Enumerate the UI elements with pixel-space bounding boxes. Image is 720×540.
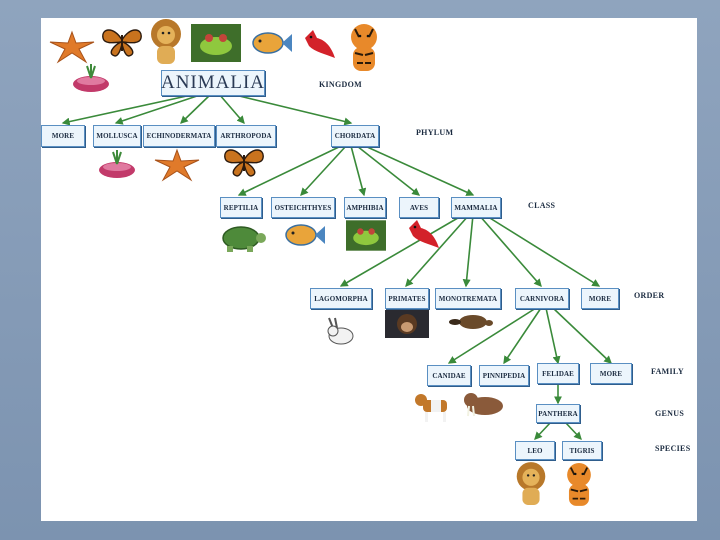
fish-icon xyxy=(285,224,325,246)
frog-icon xyxy=(346,220,386,251)
family-box: MORE xyxy=(590,363,632,384)
rabbit-icon xyxy=(327,317,354,345)
butterfly-icon xyxy=(102,29,142,57)
family-box: FELIDAE xyxy=(537,363,579,384)
turtle-icon xyxy=(222,226,266,252)
class-box: AMPHIBIA xyxy=(344,197,386,218)
kingdom-box: ANIMALIA xyxy=(161,70,265,96)
class-box: REPTILIA xyxy=(220,197,262,218)
phylum-box: ARTHROPODA xyxy=(216,125,276,147)
order-box: CARNIVORA xyxy=(515,288,569,309)
cardinal-icon xyxy=(409,220,439,248)
walrus-icon xyxy=(464,393,503,417)
phylum-box: MORE xyxy=(41,125,85,147)
phylum-box: MOLLUSCA xyxy=(93,125,141,147)
genus-box: PANTHERA xyxy=(536,404,580,423)
rank-label-family: FAMILY xyxy=(651,367,684,376)
order-box: LAGOMORPHA xyxy=(310,288,372,309)
connector-lines xyxy=(61,93,612,440)
order-box: PRIMATES xyxy=(385,288,429,309)
class-box: MAMMALIA xyxy=(451,197,501,218)
species-box: LEO xyxy=(515,441,555,460)
rank-label-genus: GENUS xyxy=(655,409,685,418)
rank-label-class: CLASS xyxy=(528,201,556,210)
phylum-box: CHORDATA xyxy=(331,125,379,147)
starfish-icon xyxy=(49,30,95,64)
phylum-box: ECHINODERMATA xyxy=(143,125,215,147)
rank-label-order: ORDER xyxy=(634,291,665,300)
cardinal-icon xyxy=(305,30,335,58)
fish-icon xyxy=(252,32,292,54)
sea-anemone-icon xyxy=(73,64,109,92)
platypus-icon xyxy=(449,315,493,329)
lion-icon xyxy=(516,462,546,505)
class-box: OSTEICHTHYES xyxy=(271,197,335,218)
rank-label-species: SPECIES xyxy=(655,444,691,453)
rank-label-phylum: PHYLUM xyxy=(416,128,454,137)
chimpanzee-icon xyxy=(385,310,429,338)
butterfly-icon xyxy=(224,149,264,177)
class-box: AVES xyxy=(399,197,439,218)
beagle-icon xyxy=(415,394,447,422)
order-box: MONOTREMATA xyxy=(435,288,501,309)
frog-icon xyxy=(191,24,241,62)
rank-label-kingdom: KINGDOM xyxy=(319,80,362,89)
lion-icon xyxy=(151,19,181,64)
tiger-icon xyxy=(567,463,591,506)
starfish-icon xyxy=(154,148,200,182)
family-box: CANIDAE xyxy=(427,365,471,386)
slide-canvas: ANIMALIA MORE MOLLUSCA ECHINODERMATA ART… xyxy=(41,18,697,521)
order-box: MORE xyxy=(581,288,619,309)
tiger-icon xyxy=(351,24,377,71)
family-box: PINNIPEDIA xyxy=(479,365,529,386)
sea-anemone-icon xyxy=(99,150,135,178)
species-box: TIGRIS xyxy=(562,441,602,460)
